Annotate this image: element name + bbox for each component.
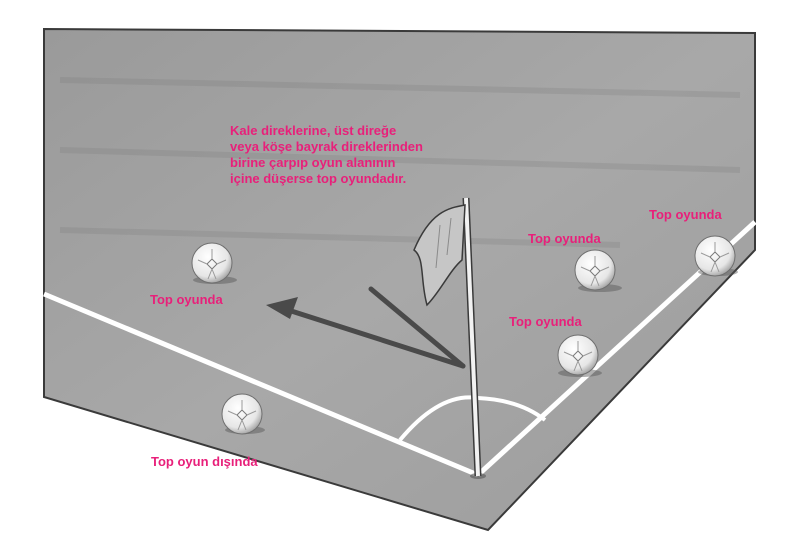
label-ball-mid-low: Top oyunda [509, 314, 582, 329]
ball-in-play-right [694, 235, 736, 277]
ball-in-play-mid-top [574, 249, 616, 291]
rule-description: Kale direklerine, üst direğe veya köşe b… [230, 123, 423, 186]
pitch-surface [43, 27, 756, 532]
ball-out-of-play [221, 393, 263, 435]
label-ball-out: Top oyun dışında [151, 454, 258, 469]
ball-in-play-mid-low [557, 334, 599, 376]
touch-line [43, 291, 479, 478]
label-ball-mid-top: Top oyunda [528, 231, 601, 246]
rebound-arrow-icon [266, 286, 466, 369]
corner-flag-icon [413, 197, 486, 479]
label-ball-right: Top oyunda [649, 207, 722, 222]
ball-in-play-left [191, 242, 233, 284]
label-ball-left: Top oyunda [150, 292, 223, 307]
